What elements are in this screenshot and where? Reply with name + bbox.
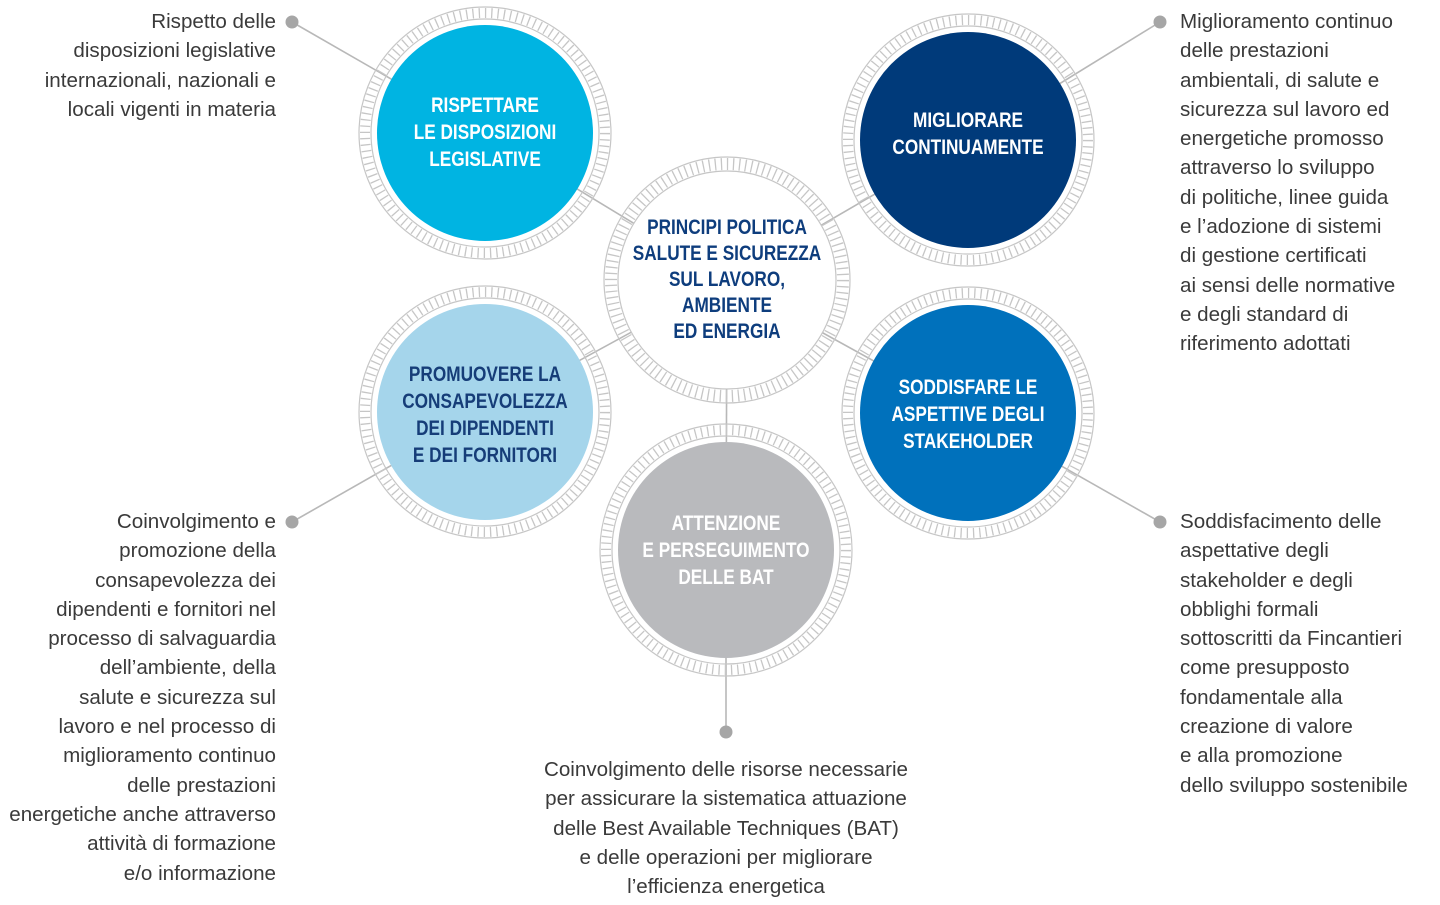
node-migliorare-fill xyxy=(860,32,1076,248)
node-promuovere-title: PROMUOVERE LA CONSAPEVOLEZZA DEI DIPENDE… xyxy=(402,363,568,467)
callout-dot-rispettare xyxy=(285,15,299,29)
node-rispettare xyxy=(359,7,611,259)
node-rispettare-title: RISPETTARE LE DISPOSIZIONI LEGISLATIVE xyxy=(413,94,557,171)
node-soddisfare xyxy=(842,287,1094,539)
center-node-title: PRINCIPI POLITICA SALUTE E SICUREZZA SUL… xyxy=(632,216,822,343)
callout-dots xyxy=(285,15,1167,739)
callout-dot-attenzione xyxy=(719,725,733,739)
node-rispettare-fill xyxy=(377,25,593,241)
node-promuovere xyxy=(359,286,611,538)
node-attenzione-title: ATTENZIONE E PERSEGUIMENTO DELLE BAT xyxy=(642,512,810,589)
node-soddisfare-fill xyxy=(860,305,1076,521)
node-attenzione-fill xyxy=(618,442,834,658)
node-attenzione-description: Coinvolgimento delle risorse necessarie … xyxy=(543,758,908,899)
center-node xyxy=(604,157,850,403)
node-promuovere-description: Coinvolgimento e promozione della consap… xyxy=(9,510,276,885)
node-rispettare-description: Rispetto delle disposizioni legislative … xyxy=(44,10,276,121)
center-node-fill xyxy=(618,171,836,389)
node-promuovere-fill xyxy=(377,304,593,520)
callout-dot-soddisfare xyxy=(1153,515,1167,529)
node-migliorare xyxy=(842,14,1094,266)
node-attenzione xyxy=(600,424,852,676)
callout-dot-migliorare xyxy=(1153,15,1167,29)
node-migliorare-title: MIGLIORARE CONTINUAMENTE xyxy=(892,109,1044,159)
node-soddisfare-description: Soddisfacimento delle aspettative degli … xyxy=(1180,510,1408,797)
node-migliorare-description: Miglioramento continuo delle prestazioni… xyxy=(1180,10,1396,356)
node-soddisfare-title: SODDISFARE LE ASPETTIVE DEGLI STAKEHOLDE… xyxy=(891,376,1045,453)
callout-dot-promuovere xyxy=(285,515,299,529)
